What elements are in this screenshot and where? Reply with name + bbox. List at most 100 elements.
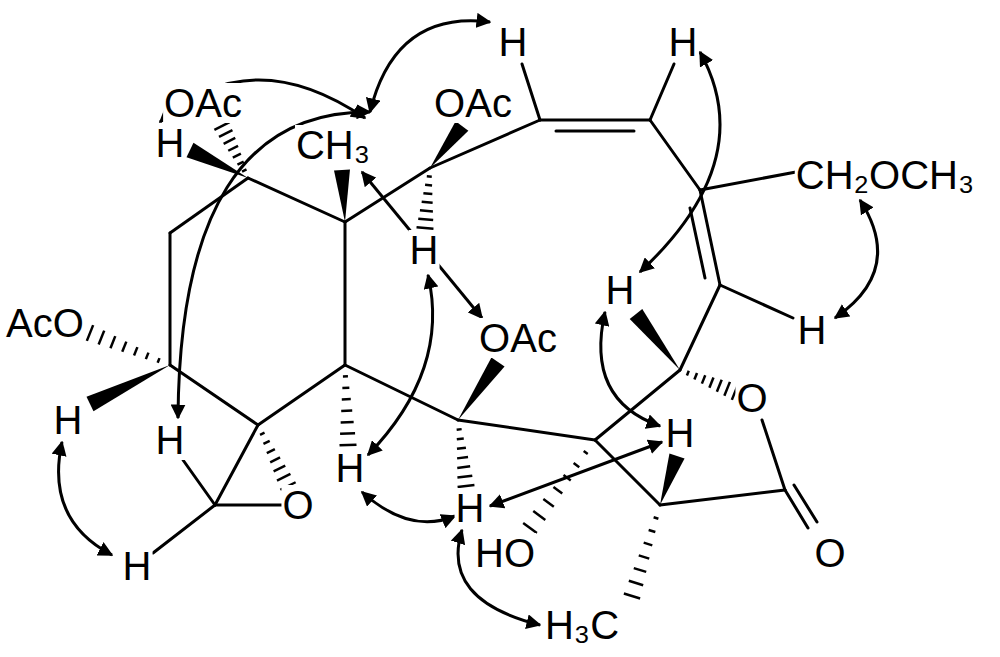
hash-stroke <box>523 523 537 533</box>
hash-stroke <box>233 154 241 158</box>
single-bond <box>650 64 674 120</box>
single-bond <box>430 120 540 168</box>
hash-stroke <box>694 373 697 379</box>
atom-label: H <box>668 22 699 62</box>
atom-label: CH₃ <box>295 125 371 165</box>
hash-stroke <box>263 441 269 444</box>
hash-stroke <box>629 581 643 585</box>
noe-arrow <box>362 172 482 318</box>
atom-label: H₃C <box>544 605 620 645</box>
hash-stroke <box>122 342 126 352</box>
hash-stroke <box>341 409 352 412</box>
single-bond <box>170 365 258 425</box>
wedge-bond <box>430 121 468 168</box>
atom-label: O <box>813 533 846 573</box>
noe-arrow <box>59 442 112 555</box>
noe-arrow <box>368 275 433 455</box>
noe-arrow <box>490 442 662 506</box>
single-bond <box>650 120 700 190</box>
wedge-bond <box>334 170 350 222</box>
single-bond <box>700 172 796 190</box>
single-bond <box>344 222 347 365</box>
single-bond <box>785 490 808 528</box>
atom-label: H <box>605 270 636 310</box>
hash-stroke <box>341 421 354 424</box>
hash-stroke <box>427 175 432 178</box>
hash-stroke <box>99 331 105 345</box>
hash-stroke <box>644 543 653 546</box>
noe-arrow <box>601 312 660 426</box>
hash-stroke <box>457 457 468 458</box>
hash-stroke <box>158 358 160 363</box>
single-bond <box>153 505 215 553</box>
atom-label: H <box>155 123 186 163</box>
atom-label: HO <box>474 533 536 573</box>
noe-arrow <box>458 530 540 625</box>
noe-arrows <box>59 21 878 625</box>
hash-stroke <box>639 555 650 558</box>
single-bond <box>556 130 634 133</box>
noe-arrow <box>362 492 455 522</box>
hash-stroke <box>343 375 348 378</box>
hash-stroke <box>649 530 656 532</box>
atom-label: OAc <box>433 83 513 123</box>
atom-label: H <box>155 420 186 460</box>
atom-label: H <box>335 448 366 488</box>
single-bond <box>183 460 215 505</box>
atom-label: H <box>455 488 486 528</box>
single-bond <box>258 365 345 425</box>
atom-label: OAc <box>478 318 558 358</box>
hash-stroke <box>553 487 562 494</box>
noe-arrow <box>640 52 720 272</box>
hash-stroke <box>724 382 730 396</box>
hash-stroke <box>214 122 229 130</box>
single-bond <box>522 64 540 120</box>
single-bond <box>720 285 793 318</box>
single-bond <box>794 485 817 522</box>
hash-stroke <box>654 517 659 518</box>
wedge-bond <box>660 453 685 505</box>
hashed-bond <box>340 376 357 445</box>
hashed-bond <box>214 122 246 171</box>
single-bond <box>660 490 785 505</box>
hash-stroke <box>458 485 475 487</box>
hash-stroke <box>543 499 553 507</box>
hash-stroke <box>717 380 722 392</box>
hash-stroke <box>624 594 640 599</box>
atom-label: OAc <box>163 83 243 123</box>
hash-stroke <box>342 386 349 389</box>
hash-stroke <box>457 437 464 440</box>
atom-label: O <box>281 485 314 525</box>
hashed-bond <box>687 371 738 400</box>
atom-label: O <box>735 378 768 418</box>
noe-arrow <box>835 200 878 318</box>
hashed-bond <box>523 451 588 533</box>
hashed-bond <box>624 517 659 598</box>
hash-stroke <box>457 466 470 468</box>
hash-stroke <box>457 448 466 449</box>
hashed-bond <box>457 429 475 487</box>
hash-stroke <box>702 375 705 383</box>
hash-stroke <box>242 169 246 171</box>
hash-stroke <box>277 474 290 481</box>
wedge-bond <box>86 365 170 411</box>
hash-stroke <box>219 130 232 137</box>
hash-stroke <box>267 449 275 453</box>
atom-label: AcO <box>5 303 85 343</box>
hash-stroke <box>457 476 472 478</box>
hash-stroke <box>634 568 646 572</box>
hash-stroke <box>260 433 264 435</box>
hash-stroke <box>417 227 434 228</box>
hash-stroke <box>533 511 545 520</box>
hashed-bond <box>417 176 434 228</box>
single-bond <box>680 285 720 370</box>
atom-label: H <box>665 413 696 453</box>
atom-label: H <box>409 230 440 270</box>
single-bond <box>595 440 660 505</box>
atom-label: H <box>797 310 828 350</box>
single-bond <box>169 233 172 365</box>
single-bond <box>215 504 282 507</box>
hash-stroke <box>425 184 432 187</box>
hashed-bond <box>87 325 160 363</box>
